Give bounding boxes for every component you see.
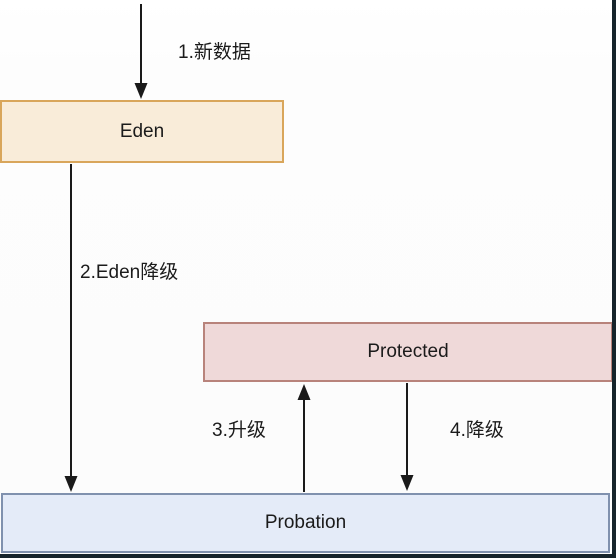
probation-box-label: Probation (264, 512, 347, 533)
new-data-arrow (134, 4, 148, 99)
arrow-label-promote: 3.升级 (212, 420, 266, 441)
eden-demote-arrow (64, 164, 78, 492)
eden-box-label: Eden (119, 120, 165, 142)
probation-box: Probation (1, 493, 610, 553)
protected-box: Protected (203, 322, 613, 382)
protected-box-label: Protected (367, 341, 449, 362)
arrow-label-new-data: 1.新数据 (178, 42, 251, 63)
eden-box: Eden (0, 100, 284, 163)
arrow-label-eden-demote: 2.Eden降级 (80, 262, 179, 283)
promote-arrow (297, 384, 311, 492)
arrow-label-demote: 4.降级 (450, 420, 504, 441)
screen-edge-bottom (0, 554, 616, 558)
demote-arrow (400, 383, 414, 491)
screen-edge-right (612, 0, 616, 558)
